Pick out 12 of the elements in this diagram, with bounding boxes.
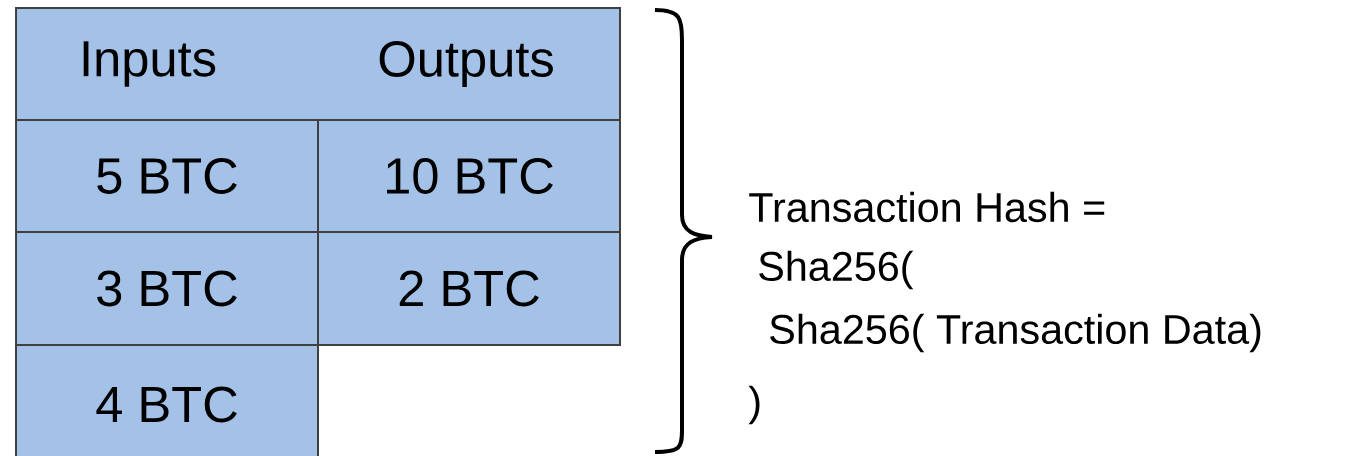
table-cell: 2 BTC: [317, 231, 621, 346]
table-cell: 5 BTC: [15, 119, 319, 233]
table-cell: 4 BTC: [15, 344, 319, 456]
label: Inputs: [83, 41, 216, 87]
formula-line: ): [748, 385, 760, 425]
formula-line: Sha256(: [759, 250, 914, 290]
table-cell: 3 BTC: [15, 231, 319, 346]
table-cell: 10 BTC: [317, 119, 621, 233]
table-header: Inputs Outputs: [15, 7, 621, 121]
formula-line: Sha256( Transaction Data): [770, 313, 1261, 353]
formula-line: Transaction Hash =: [749, 191, 1105, 223]
label: Outputs: [379, 41, 553, 87]
